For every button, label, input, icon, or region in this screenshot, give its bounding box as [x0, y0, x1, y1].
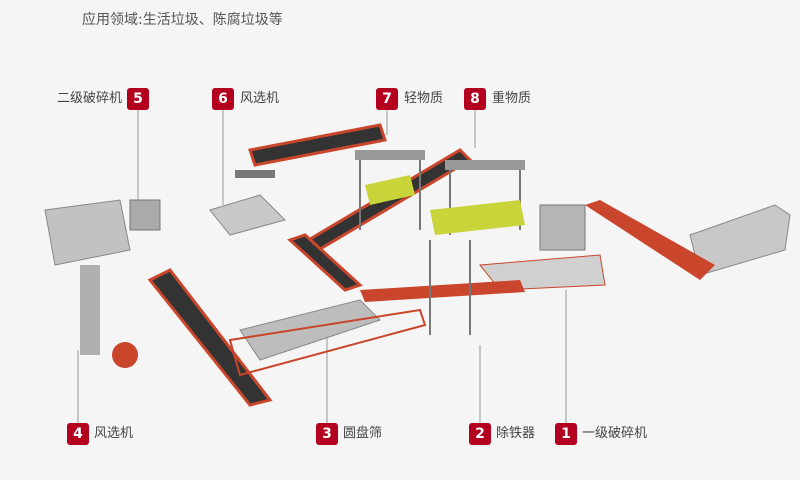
conveyor	[360, 280, 525, 302]
air-separator-4	[44, 199, 131, 266]
badge: 8	[464, 88, 486, 110]
badge: 1	[555, 423, 577, 445]
badge: 4	[67, 423, 89, 445]
duct	[80, 265, 100, 355]
conveyor	[287, 233, 363, 292]
leader-lines	[77, 110, 567, 423]
callout-label: 二级破碎机	[57, 91, 123, 106]
badge: 5	[127, 88, 149, 110]
callout-label: 圆盘筛	[343, 426, 383, 441]
badge: 6	[212, 88, 234, 110]
conveyor	[147, 268, 273, 407]
callout-label: 重物质	[492, 91, 532, 106]
callout-label: 轻物质	[404, 91, 444, 106]
truck-heavy	[430, 200, 525, 235]
callout-label: 风选机	[240, 91, 280, 106]
badge: 2	[469, 423, 491, 445]
fan	[112, 342, 138, 368]
badge: 7	[376, 88, 398, 110]
badge: 3	[316, 423, 338, 445]
callout-label: 除铁器	[496, 426, 536, 441]
conveyor	[248, 123, 387, 167]
application-title: 应用领域:生活垃圾、陈腐垃圾等	[82, 12, 283, 28]
air-separator-6	[209, 194, 286, 236]
feed-conveyor	[585, 200, 715, 280]
callout-label: 风选机	[94, 426, 134, 441]
primary-shredder	[539, 204, 586, 251]
conveyor	[297, 148, 473, 257]
callout-label: 一级破碎机	[582, 426, 648, 441]
secondary-shredder	[129, 199, 161, 231]
truck-light	[365, 175, 415, 205]
disc-screen	[239, 299, 381, 361]
